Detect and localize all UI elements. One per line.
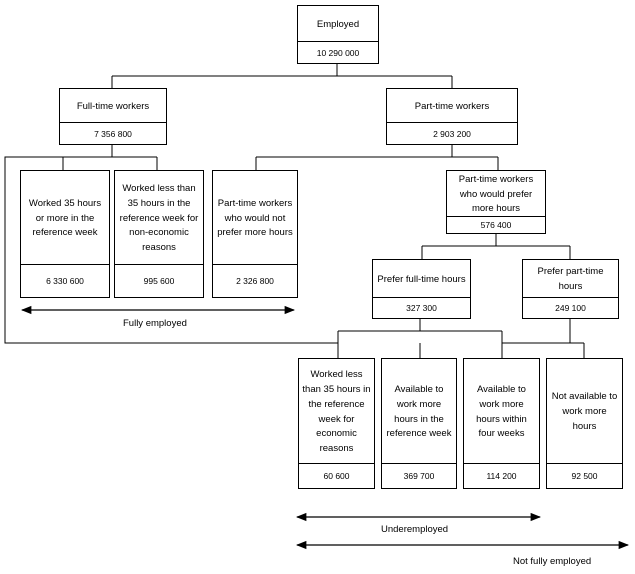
part-time-workers-value: 2 903 200 bbox=[387, 122, 517, 144]
available-four-weeks-value: 114 200 bbox=[464, 463, 539, 488]
prefer-part-time-value: 249 100 bbox=[523, 297, 618, 318]
full-time-workers-value: 7 356 800 bbox=[60, 122, 166, 144]
full-time-workers-box: Full-time workers 7 356 800 bbox=[59, 88, 167, 145]
worked-35-hours-label: Worked 35 hours or more in the reference… bbox=[28, 197, 102, 239]
available-four-weeks-box: Available to work more hours within four… bbox=[463, 358, 540, 489]
part-time-not-prefer-label: Part-time workers who would not prefer m… bbox=[217, 197, 293, 239]
part-time-prefer-box: Part-time workers who would prefer more … bbox=[446, 170, 546, 234]
worked-less-economic-box: Worked less than 35 hours in the referen… bbox=[298, 358, 375, 489]
prefer-part-time-box: Prefer part-time hours 249 100 bbox=[522, 259, 619, 319]
part-time-prefer-value: 576 400 bbox=[447, 216, 545, 233]
underemployed-caption: Underemployed bbox=[381, 524, 449, 535]
employed-label: Employed bbox=[316, 18, 360, 30]
worked-35-hours-value: 6 330 600 bbox=[21, 264, 109, 297]
part-time-workers-box: Part-time workers 2 903 200 bbox=[386, 88, 518, 145]
available-reference-week-label: Available to work more hours in the refe… bbox=[386, 384, 452, 440]
not-available-label: Not available to work more hours bbox=[551, 391, 618, 432]
not-available-box: Not available to work more hours 92 500 bbox=[546, 358, 623, 489]
worked-less-non-economic-label: Worked less than 35 hours in the referen… bbox=[119, 183, 199, 254]
not-available-value: 92 500 bbox=[547, 463, 622, 488]
worked-35-hours-box: Worked 35 hours or more in the reference… bbox=[20, 170, 110, 298]
part-time-workers-label: Part-time workers bbox=[414, 100, 490, 112]
worked-less-economic-value: 60 600 bbox=[299, 463, 374, 488]
prefer-full-time-box: Prefer full-time hours 327 300 bbox=[372, 259, 471, 319]
employed-value: 10 290 000 bbox=[298, 41, 378, 63]
part-time-prefer-label: Part-time workers who would prefer more … bbox=[458, 173, 534, 215]
prefer-full-time-label: Prefer full-time hours bbox=[377, 273, 466, 285]
fully-employed-caption: Fully employed bbox=[123, 318, 187, 329]
available-four-weeks-label: Available to work more hours within four… bbox=[476, 384, 527, 440]
not-fully-employed-caption: Not fully employed bbox=[513, 556, 592, 567]
available-reference-week-value: 369 700 bbox=[382, 463, 456, 488]
full-time-workers-label: Full-time workers bbox=[76, 100, 150, 112]
prefer-full-time-value: 327 300 bbox=[373, 297, 470, 318]
worked-less-economic-label: Worked less than 35 hours in the referen… bbox=[302, 369, 371, 454]
prefer-part-time-label: Prefer part-time hours bbox=[537, 266, 604, 292]
worked-less-non-economic-box: Worked less than 35 hours in the referen… bbox=[114, 170, 204, 298]
employed-box: Employed 10 290 000 bbox=[297, 5, 379, 64]
part-time-not-prefer-value: 2 326 800 bbox=[213, 264, 297, 297]
available-reference-week-box: Available to work more hours in the refe… bbox=[381, 358, 457, 489]
worked-less-non-economic-value: 995 600 bbox=[115, 264, 203, 297]
part-time-not-prefer-box: Part-time workers who would not prefer m… bbox=[212, 170, 298, 298]
